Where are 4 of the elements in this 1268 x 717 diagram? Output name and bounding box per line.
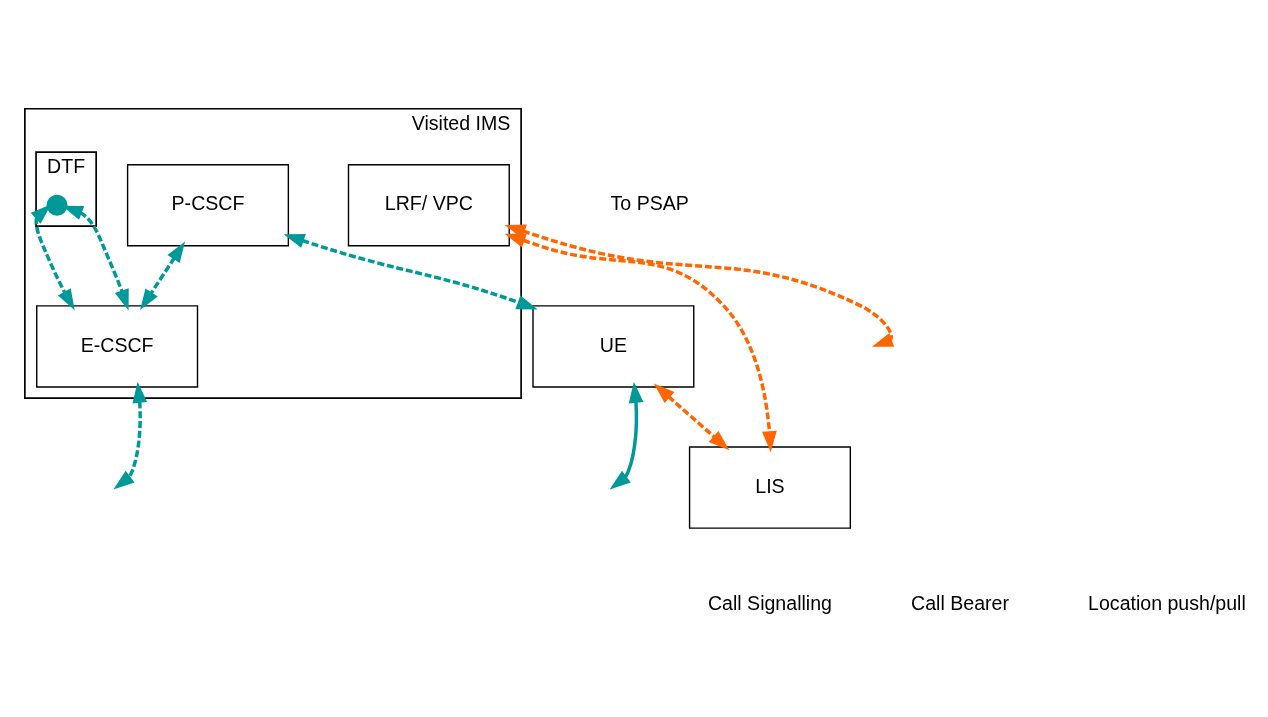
legend-label: Call Signalling — [707, 591, 832, 613]
legend-label: Call Bearer — [911, 591, 1009, 613]
label: To PSAP — [610, 191, 689, 214]
legend-label: Location push/pull — [1088, 591, 1246, 613]
